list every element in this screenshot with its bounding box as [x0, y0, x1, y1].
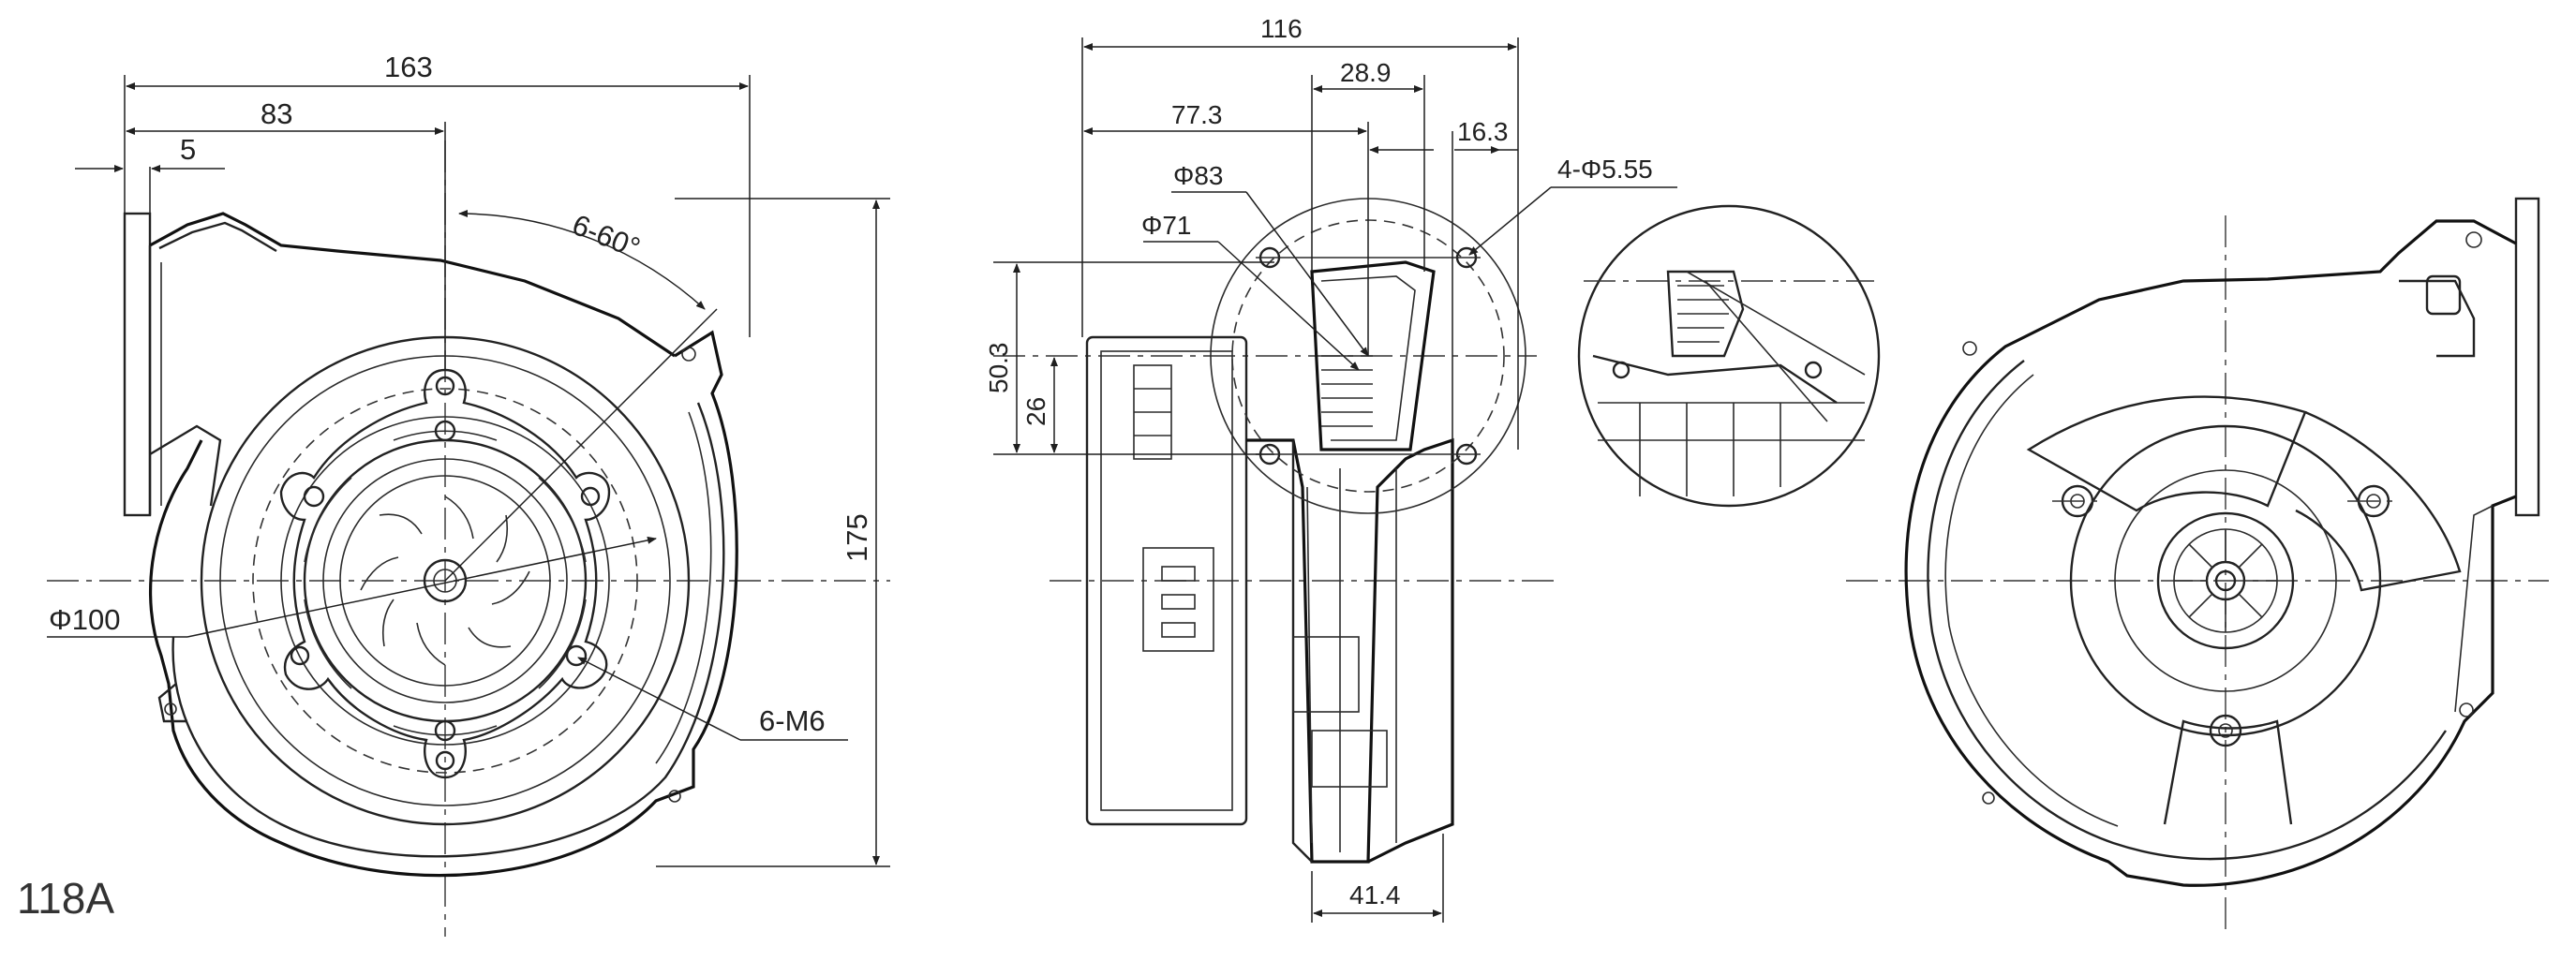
- dim-to-center-side: 77.3: [1171, 100, 1223, 129]
- dim-holes: 4-Φ5.55: [1557, 155, 1653, 184]
- dim-thread: 6-M6: [759, 704, 826, 737]
- dim-diam-outer: Φ83: [1173, 161, 1223, 190]
- dim-depth: 116: [1260, 14, 1303, 43]
- dim-flange: 5: [180, 133, 196, 166]
- dim-diam-inner: Φ71: [1141, 211, 1191, 240]
- dim-to-center: 83: [261, 97, 292, 130]
- dim-height-b: 26: [1021, 397, 1050, 426]
- side-view: 116 28.9 77.3 16.3 Φ83 Φ71 4-Φ5.55 50.3 …: [984, 14, 1677, 923]
- dim-diameter: Φ100: [49, 603, 120, 636]
- dim-offset-a: 28.9: [1340, 58, 1392, 87]
- model-label: 118A: [17, 874, 114, 923]
- dim-outlet: 41.4: [1349, 880, 1401, 909]
- dim-height-a: 50.3: [984, 343, 1013, 394]
- detail-view: [1577, 204, 1881, 508]
- rear-view: [1846, 197, 2549, 937]
- front-view: 163 83 5 6-60° 175 Φ100 6-M6: [47, 51, 890, 937]
- dim-width: 163: [384, 51, 433, 83]
- dim-angle: 6-60°: [568, 208, 645, 264]
- dim-height: 175: [841, 513, 873, 562]
- dim-offset-b: 16.3: [1457, 117, 1509, 146]
